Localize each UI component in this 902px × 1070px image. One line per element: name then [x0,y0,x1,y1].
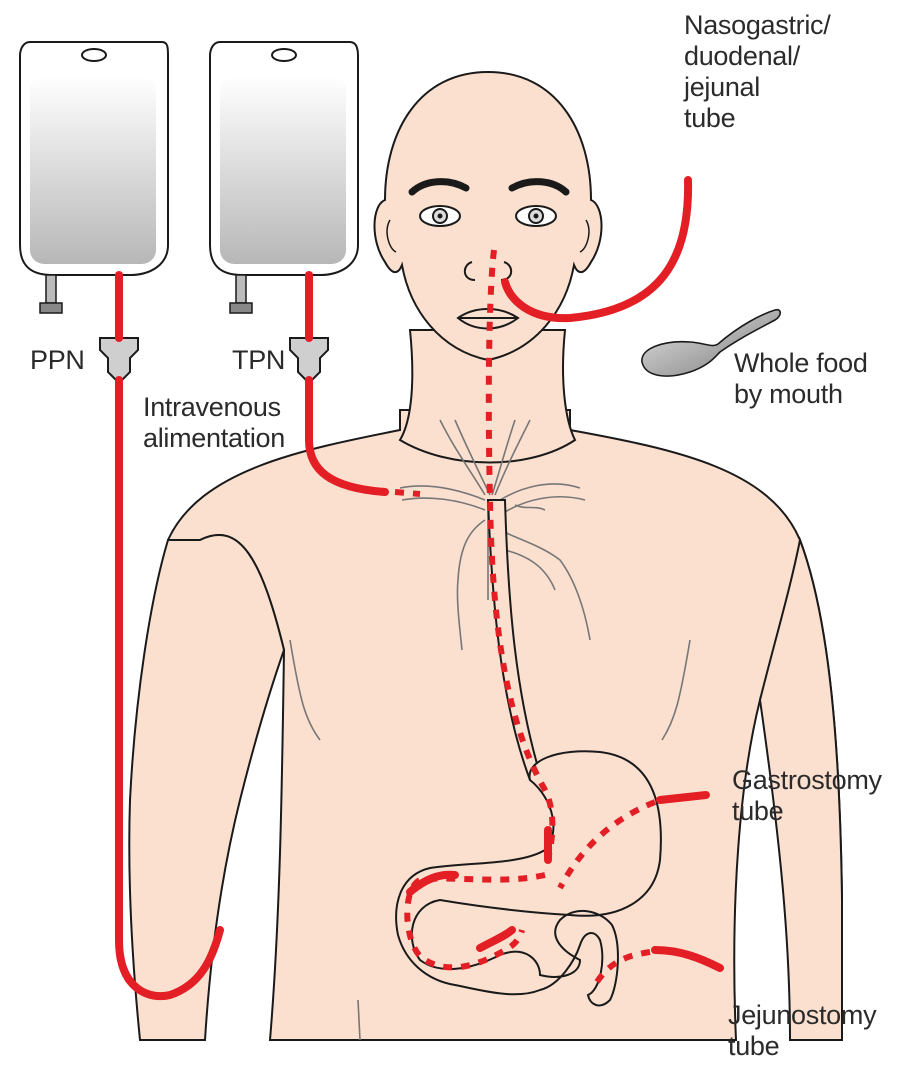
whole-food-line-2: by mouth [734,379,868,410]
ppn-label: PPN [30,345,85,376]
nasogastric-label: Nasogastric/ duodenal/ jejunal tube [684,10,830,134]
tpn-label: TPN [232,345,285,376]
whole-food-label: Whole food by mouth [734,348,868,410]
gastrostomy-tube [660,795,706,800]
nasogastric-line-1: Nasogastric/ [684,10,830,41]
nasogastric-line-3: jejunal [684,72,830,103]
gastrostomy-line-1: Gastrostomy [732,765,882,796]
intravenous-line-2: alimentation [143,423,285,454]
jejunostomy-label: Jejunostomy tube [728,1000,876,1062]
intravenous-line-1: Intravenous [143,392,285,423]
nasogastric-line-4: tube [684,103,830,134]
jejunostomy-line-1: Jejunostomy [728,1000,876,1031]
jejunostomy-line-2: tube [728,1031,876,1062]
whole-food-line-1: Whole food [734,348,868,379]
nasogastric-line-2: duodenal/ [684,41,830,72]
gastrostomy-label: Gastrostomy tube [732,765,882,827]
intravenous-label: Intravenous alimentation [143,392,285,454]
gastrostomy-line-2: tube [732,796,882,827]
ppn-bag [20,42,168,380]
tpn-bag [210,42,358,380]
